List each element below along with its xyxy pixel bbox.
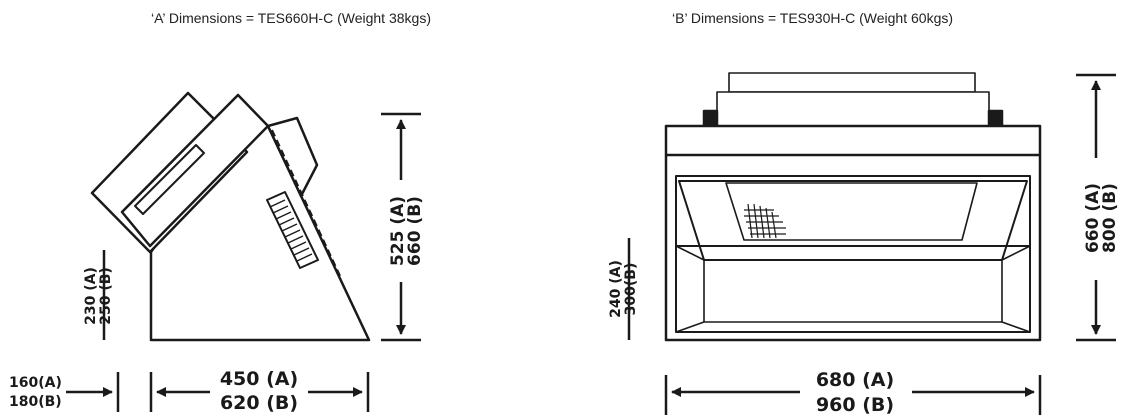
side-view-drawing [90,91,371,342]
front-view-body [664,124,1042,342]
side-height-label-a: 525 (A) [388,196,408,266]
side-view-offset-dimension [66,372,120,412]
front-base-height-label-b: 300(B) [623,263,639,316]
front-height-label-a: 660 (A) [1083,183,1103,253]
front-view-drawing [664,72,1042,342]
front-width-label-a: 680 (A) [816,369,894,391]
side-view-slot [134,144,205,215]
side-offset-label-a: 160(A) [9,375,62,391]
caption-b: ‘B’ Dimensions = TES930H-C (Weight 60kgs… [672,10,954,26]
side-base-height-label-a: 230 (A) [83,267,99,325]
side-offset-label-b: 180(B) [9,394,62,410]
side-height-label-b: 660 (B) [405,196,425,266]
side-view-dashed-line [271,129,342,279]
front-view-left-foot [702,109,719,128]
side-view-width-dimension [149,372,370,412]
side-base-height-label-b: 250 (B) [98,267,114,325]
front-view-window [725,182,978,241]
front-view-top-box [728,72,976,93]
front-view-height-dimension [1076,73,1116,342]
front-width-label-b: 960 (B) [816,394,894,416]
side-width-label-b: 620 (B) [220,392,298,414]
side-width-label-a: 450 (A) [220,368,298,390]
front-base-height-label-a: 240 (A) [608,260,624,318]
caption-a: ‘A’ Dimensions = TES660H-C (Weight 38kgs… [151,10,431,26]
side-view-cap [266,116,319,198]
front-view-width-dimension [664,375,1042,415]
side-view-ruler [266,191,319,269]
front-height-label-b: 800 (B) [1100,183,1120,253]
side-view-height-dimension [381,112,421,342]
front-view-top-step [716,91,990,127]
side-view-ruler-ticks [269,199,313,262]
front-view-grid-mark [744,203,786,239]
front-view-right-foot [987,109,1004,128]
